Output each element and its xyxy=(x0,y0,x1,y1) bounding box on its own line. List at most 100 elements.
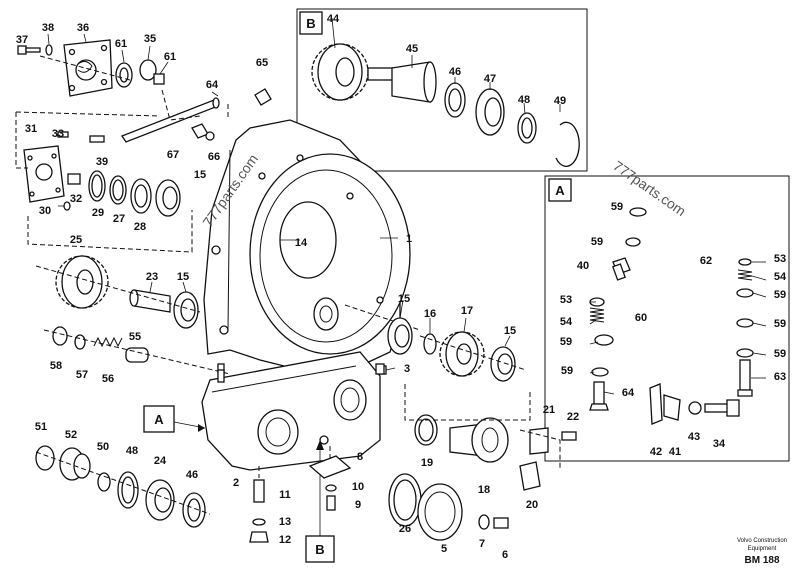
oring-27 xyxy=(109,175,127,205)
bearing-15c xyxy=(387,317,413,355)
callout-59c: 59 xyxy=(560,336,572,348)
callout-26: 26 xyxy=(399,523,411,535)
callout-24: 24 xyxy=(154,455,167,467)
callout-46: 46 xyxy=(186,469,198,481)
inset-b-frame xyxy=(296,8,588,172)
washer-10 xyxy=(325,484,337,492)
washer-57 xyxy=(74,334,86,350)
ref-box-b xyxy=(305,535,335,563)
spring-56 xyxy=(93,336,123,348)
bearing-24 xyxy=(145,479,175,521)
callout-18: 18 xyxy=(478,484,490,496)
caption-code: BM 188 xyxy=(744,555,779,566)
callout-62: 62 xyxy=(700,255,712,267)
callout-67: 67 xyxy=(167,149,179,161)
cover-5 xyxy=(417,483,463,541)
callout-5: 5 xyxy=(441,543,447,555)
callout-61b: 61 xyxy=(164,51,176,63)
housing-1 xyxy=(203,119,411,371)
inset-b-label: B xyxy=(306,16,315,31)
callout-29: 29 xyxy=(92,207,104,219)
shaft-45 xyxy=(367,61,437,103)
callout-25: 25 xyxy=(70,234,82,246)
callout-49: 49 xyxy=(554,95,566,107)
callout-60: 60 xyxy=(635,312,647,324)
callout-30: 30 xyxy=(39,205,51,217)
caption-line2: Equipment xyxy=(748,546,777,552)
bolt-33 xyxy=(57,131,69,138)
sensor-20 xyxy=(519,461,541,491)
callout-51: 51 xyxy=(35,421,47,433)
callout-34: 34 xyxy=(713,438,726,450)
fitting-61b xyxy=(153,73,165,85)
callout-42: 42 xyxy=(650,446,662,458)
callout-11: 11 xyxy=(279,489,291,501)
ring-16 xyxy=(423,333,437,355)
callout-9: 9 xyxy=(355,499,361,511)
callout-59d: 59 xyxy=(561,365,573,377)
callout-56: 56 xyxy=(102,373,114,385)
oil-pan-2 xyxy=(201,351,387,471)
callout-13: 13 xyxy=(279,516,291,528)
pin-4 xyxy=(217,369,225,383)
callout-59e: 59 xyxy=(774,289,786,301)
gear-17 xyxy=(439,331,485,377)
callout-64: 64 xyxy=(206,79,219,91)
bolt-9 xyxy=(326,495,336,511)
seal-46 xyxy=(182,492,206,528)
callout-15b: 15 xyxy=(177,271,189,283)
callout-43: 43 xyxy=(688,431,700,443)
snap-ring-51 xyxy=(35,445,55,471)
callout-37: 37 xyxy=(16,34,28,46)
inset-a-tag xyxy=(548,178,572,202)
callout-63: 63 xyxy=(774,371,786,383)
callout-15c: 15 xyxy=(398,293,410,305)
callout-64a: 64 xyxy=(622,387,635,399)
ref-box-a xyxy=(143,405,175,433)
bearing-47 xyxy=(475,88,505,136)
oring-19 xyxy=(414,414,438,446)
callout-10: 10 xyxy=(352,481,364,493)
shaft-23 xyxy=(129,289,171,313)
callout-27: 27 xyxy=(113,213,125,225)
callout-41: 41 xyxy=(669,446,681,458)
callout-58: 58 xyxy=(50,360,62,372)
callout-54a: 54 xyxy=(560,316,573,328)
bolt-6 xyxy=(493,517,509,529)
cover-31 xyxy=(23,145,65,203)
callout-23: 23 xyxy=(146,271,158,283)
oring-48 xyxy=(117,471,139,509)
ref-box-a-label: A xyxy=(154,412,164,427)
ring-48 xyxy=(517,112,537,144)
callout-35: 35 xyxy=(144,33,156,45)
callout-14: 14 xyxy=(295,237,308,249)
callout-12: 12 xyxy=(279,534,291,546)
fitting-65 xyxy=(254,88,272,106)
callout-33: 33 xyxy=(52,128,64,140)
callout-1: 1 xyxy=(406,233,412,245)
oring-29 xyxy=(88,170,106,202)
cover-8 xyxy=(308,455,352,479)
callout-45: 45 xyxy=(406,43,418,55)
callout-36: 36 xyxy=(77,22,89,34)
plug-stack xyxy=(249,479,269,543)
bearing-15a xyxy=(155,179,181,217)
gear-44 xyxy=(311,43,369,101)
ring-61a xyxy=(115,62,133,88)
callout-20: 20 xyxy=(526,499,538,511)
callout-39: 39 xyxy=(96,156,108,168)
washers-a xyxy=(589,207,754,377)
callout-28: 28 xyxy=(134,221,146,233)
fitting-32 xyxy=(67,173,81,185)
bolt-43-34 xyxy=(688,399,740,417)
callout-66: 66 xyxy=(208,151,220,163)
inset-b-tag xyxy=(299,11,323,35)
springs-a xyxy=(589,269,753,323)
callout-8: 8 xyxy=(357,451,363,463)
washer-38 xyxy=(45,44,53,56)
callout-15d: 15 xyxy=(504,325,516,337)
callout-61a: 61 xyxy=(115,38,127,50)
callout-59b: 59 xyxy=(591,236,603,248)
inset-a-label: A xyxy=(555,183,565,198)
